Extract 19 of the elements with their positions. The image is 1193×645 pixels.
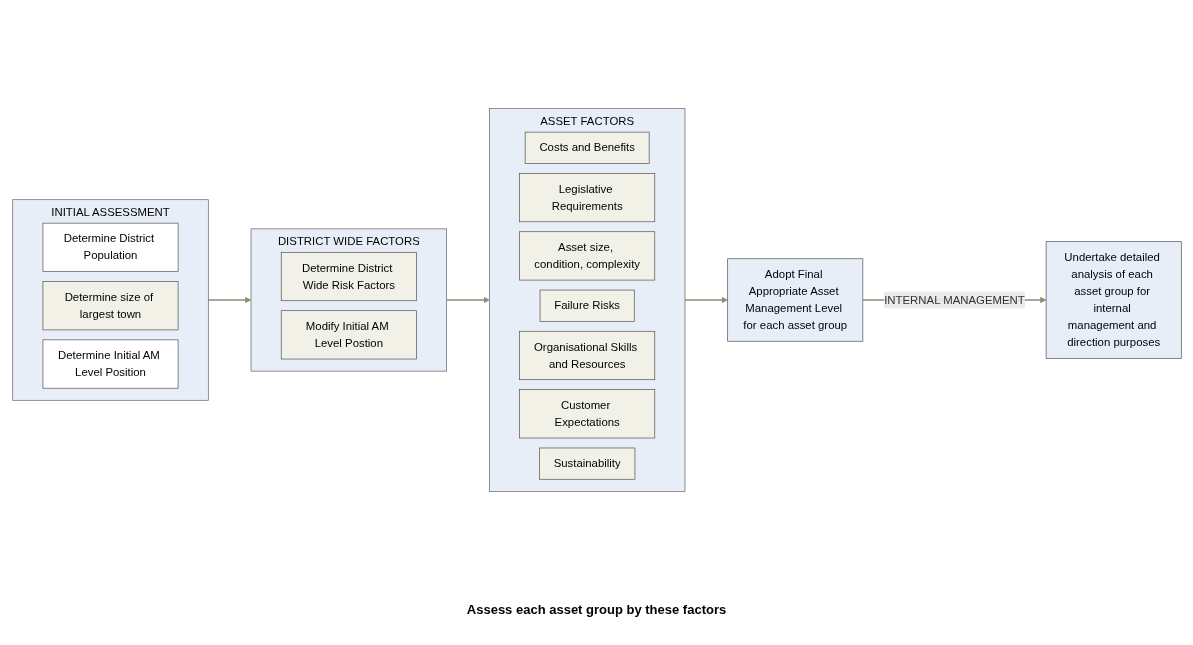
node-box: Legislative Requirements [518,173,655,223]
note-text: Assess each asset group by these factors [466,602,727,617]
node-box: Undertake detailed analysis of each asset group for internal management and direction purposes [1045,241,1182,359]
node-box: Organisational Skills and Resources [518,330,655,381]
arrow [445,296,490,304]
edge-label: INTERNAL MANAGEMENT [883,293,1025,306]
node-box: Modify Initial AM Level Postion [280,310,417,360]
node-box: Asset size, condition, complexity [518,231,655,281]
node-box: Failure Risks [539,289,635,322]
arrow [683,296,728,304]
node-box: Sustainability [538,447,635,480]
arrow [207,296,251,304]
node-box: Determine District Wide Risk Factors [280,251,417,302]
node-box: Determine Initial AM Level Position [42,339,178,389]
node-box: Adopt Final Appropriate Asset Management Level for each asset group [726,258,863,342]
node-box: Determine size of largest town [42,281,178,331]
node-box: Customer Expectations [518,389,655,439]
node-box: Costs and Benefits [524,131,649,164]
node-box: Determine District Population [42,222,178,272]
